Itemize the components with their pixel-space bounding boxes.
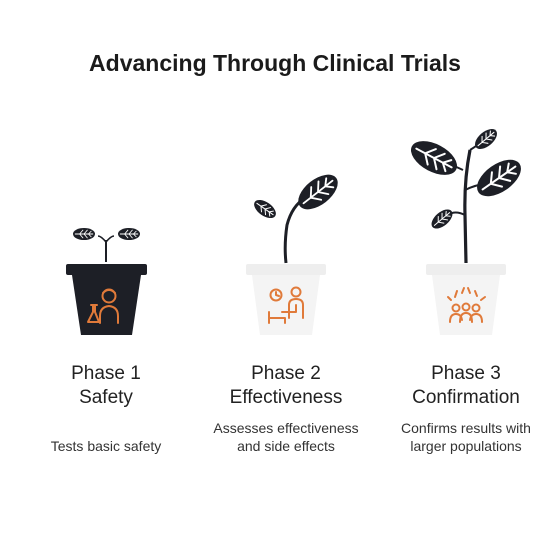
leaf-icon (404, 133, 464, 183)
leaf-icon (427, 205, 457, 233)
tall-plant (404, 124, 529, 264)
phase-1-description: Tests basic safety (50, 438, 162, 454)
leaf-icon (72, 227, 96, 241)
phase-3-label: Confirmation (412, 387, 520, 408)
phase-2-description: Assesses effectiveness and side effects (213, 420, 359, 454)
page-title: Advancing Through Clinical Trials (89, 50, 461, 76)
leaf-icon (291, 166, 345, 218)
seedling-plant (72, 227, 141, 262)
pot-phase-3 (426, 264, 506, 335)
leaf-icon (250, 195, 280, 223)
population-group-icon (447, 287, 486, 323)
phase-3-title: Phase 3 Confirmation (381, 362, 550, 410)
phase-1-label: Safety (79, 387, 133, 408)
leaf-icon (470, 124, 502, 154)
phase-3-number: Phase 3 (431, 363, 501, 384)
leaf-icon (469, 151, 529, 205)
phase-1-number: Phase 1 (71, 363, 141, 384)
sprout-plant (250, 166, 345, 264)
phase-2-number: Phase 2 (251, 363, 321, 384)
pot-phase-2 (246, 264, 326, 335)
phase-2-label: Effectiveness (229, 387, 343, 408)
pot-phase-1 (66, 264, 147, 335)
doctor-patient-icon (268, 286, 304, 324)
phase-1-title: Phase 1 Safety (21, 362, 191, 410)
phase-2-title: Phase 2 Effectiveness (201, 362, 371, 410)
scientist-flask-icon (87, 288, 119, 324)
phase-3-description: Confirms results with larger populations (401, 420, 531, 454)
leaf-icon (117, 227, 141, 241)
